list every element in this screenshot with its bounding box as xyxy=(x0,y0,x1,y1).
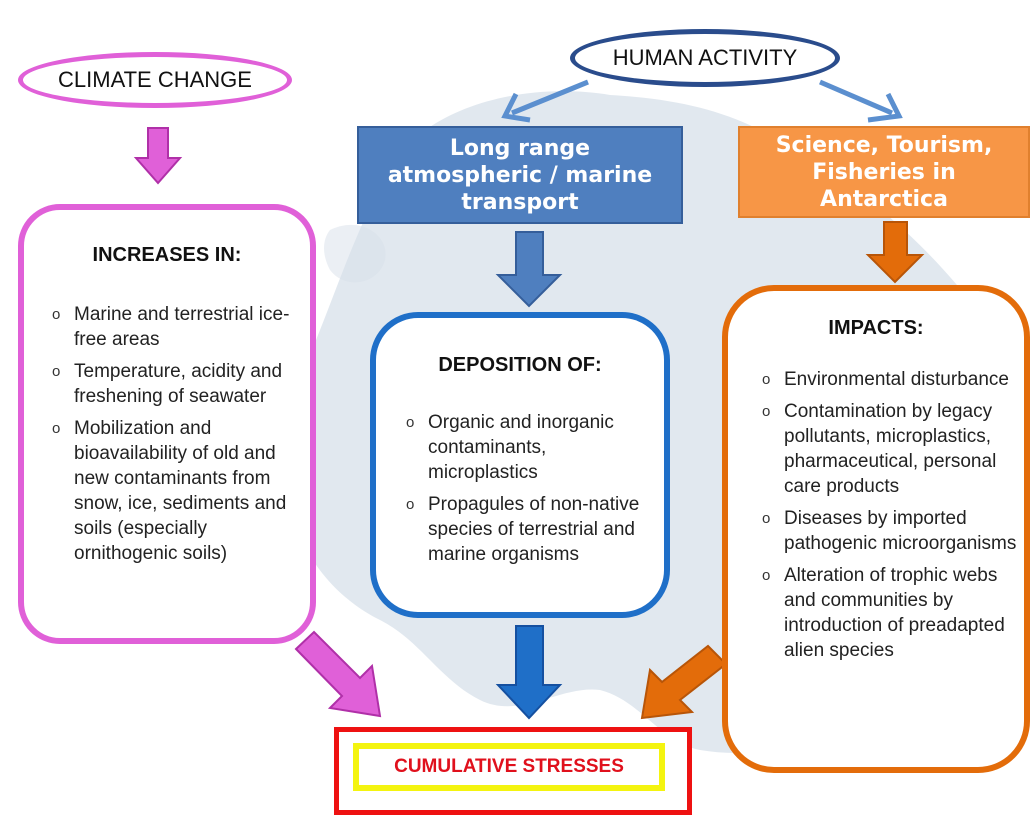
science-line-1: Science, Tourism, xyxy=(775,132,993,158)
climate-change-label: CLIMATE CHANGE xyxy=(58,67,252,92)
list-item: o Marine and terrestrial ice-free areas xyxy=(52,302,297,352)
increases-title: INCREASES IN: xyxy=(92,244,242,266)
cumulative-stresses-inner: CUMULATIVE STRESSES xyxy=(353,743,665,791)
cumulative-stresses-label: CUMULATIVE STRESSES xyxy=(394,756,624,777)
list-item-text: Marine and terrestrial ice-free areas xyxy=(74,304,290,350)
increases-box: INCREASES IN: o Marine and terrestrial ic… xyxy=(18,204,316,644)
long-range-line-3: transport xyxy=(461,189,579,215)
list-item: o Mobilization and bioavailability of old… xyxy=(52,416,297,566)
list-item-text: Contamination by legacy pollutants, micr… xyxy=(784,401,997,497)
list-item-text: Diseases by imported pathogenic microorg… xyxy=(784,508,1017,554)
bullet: o xyxy=(52,363,61,380)
bullet: o xyxy=(762,403,771,420)
science-line-3: Antarctica xyxy=(820,186,948,212)
bullet: o xyxy=(406,496,415,513)
long-range-line-2: atmospheric / marine xyxy=(387,162,653,188)
list-item: o Propagules of non-native species of ter… xyxy=(406,492,646,567)
list-item: o Diseases by imported pathogenic microor… xyxy=(762,506,1022,556)
list-item-text: Environmental disturbance xyxy=(784,369,1009,390)
list-item: o Temperature, acidity and freshening of … xyxy=(52,359,297,409)
list-item: o Alteration of trophic webs and communit… xyxy=(762,563,1022,663)
list-item-text: Organic and inorganic contaminants, micr… xyxy=(428,412,614,483)
bullet: o xyxy=(52,420,61,437)
bullet: o xyxy=(52,306,61,323)
science-tourism-fisheries-node: Science, Tourism, Fisheries in Antarctic… xyxy=(738,126,1030,218)
list-item: o Contamination by legacy pollutants, mic… xyxy=(762,399,1022,499)
list-item: o Organic and inorganic contaminants, mic… xyxy=(406,410,646,485)
human-activity-label: HUMAN ACTIVITY xyxy=(612,45,798,70)
bullet: o xyxy=(762,371,771,388)
list-item-text: Temperature, acidity and freshening of s… xyxy=(74,361,283,407)
deposition-title: DEPOSITION OF: xyxy=(438,354,602,376)
bullet: o xyxy=(406,414,415,431)
list-item-text: Propagules of non-native species of terr… xyxy=(428,494,640,565)
increases-list: o Marine and terrestrial ice-free areas o… xyxy=(52,302,297,573)
human-activity-node: HUMAN ACTIVITY xyxy=(570,29,840,87)
long-range-line-1: Long range xyxy=(449,135,591,161)
climate-change-node: CLIMATE CHANGE xyxy=(18,52,292,108)
list-item-text: Alteration of trophic webs and communiti… xyxy=(784,565,1005,661)
deposition-list: o Organic and inorganic contaminants, mic… xyxy=(406,410,646,574)
list-item-text: Mobilization and bioavailability of old … xyxy=(74,418,287,564)
long-range-transport-node: Long range atmospheric / marine transpor… xyxy=(357,126,683,224)
bullet: o xyxy=(762,510,771,527)
bullet: o xyxy=(762,567,771,584)
list-item: o Environmental disturbance xyxy=(762,367,1022,392)
science-line-2: Fisheries in xyxy=(812,159,956,185)
impacts-title: IMPACTS: xyxy=(828,317,924,339)
cumulative-stresses-node: CUMULATIVE STRESSES xyxy=(334,727,692,815)
deposition-box: DEPOSITION OF: o Organic and inorganic co… xyxy=(370,312,670,618)
